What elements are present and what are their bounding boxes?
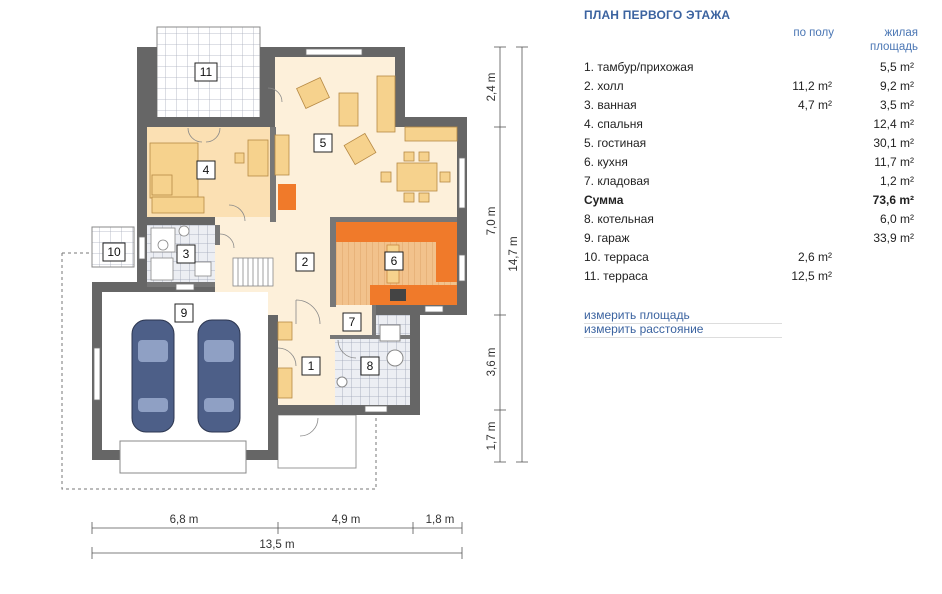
svg-text:10: 10 (107, 245, 121, 259)
dim-right-2: 7,0 m (486, 207, 498, 236)
row-name: 6. кухня (584, 155, 628, 169)
bedroom-furniture (149, 139, 269, 214)
right-dimensions (494, 46, 528, 463)
table-row: 10. терраса 2,6 m² (578, 250, 914, 269)
row-name: 4. спальня (584, 117, 643, 131)
panel-title: ПЛАН ПЕРВОГО ЭТАЖА (584, 8, 731, 22)
room-label-10: 10 (102, 242, 126, 262)
bottom-dimensions (91, 522, 463, 559)
boiler (386, 349, 404, 367)
room-label-4: 4 (196, 160, 216, 180)
row-living-area: 1,2 m² (879, 174, 914, 188)
shoe-cabinet (277, 367, 293, 399)
dim-bottom-1: 6,8 m (170, 514, 199, 526)
room-label-6: 6 (384, 251, 404, 271)
room-label-8: 8 (360, 356, 380, 376)
row-name: 11. терраса (584, 269, 648, 283)
wc (336, 376, 348, 388)
svg-text:8: 8 (367, 359, 374, 373)
table-row: 4. спальня 12,4 m² (578, 117, 914, 136)
floor-plan: 1 2 3 4 5 6 7 8 9 10 11 2,4 m 7,0 m 3,6 … (61, 26, 528, 559)
row-floor-area: 12,5 m² (791, 269, 832, 283)
table-row: Сумма 73,6 m² (578, 193, 914, 212)
svg-text:9: 9 (181, 306, 188, 320)
row-name: 5. гостиная (584, 136, 647, 150)
row-living-area: 9,2 m² (879, 79, 914, 93)
dim-right-3: 3,6 m (486, 348, 498, 377)
svg-text:6: 6 (391, 254, 398, 268)
living-furniture (274, 75, 458, 203)
dim-right-total: 14,7 m (508, 236, 520, 271)
measure-distance-link[interactable]: измерить расстояние (584, 322, 782, 338)
room-label-9: 9 (174, 303, 194, 323)
row-floor-area: 2,6 m² (797, 250, 832, 264)
fireplace (278, 184, 296, 210)
col-header-floor: по полу (793, 27, 834, 39)
row-living-area: 5,5 m² (879, 60, 914, 74)
dim-right-4: 1,7 m (486, 422, 498, 451)
row-living-area: 11,7 m² (874, 155, 914, 169)
row-floor-area: 4,7 m² (797, 98, 832, 112)
svg-text:11: 11 (200, 65, 213, 79)
room-label-3: 3 (176, 244, 196, 264)
row-name: 9. гараж (584, 231, 630, 245)
doors (187, 87, 357, 437)
area-panel: ПЛАН ПЕРВОГО ЭТАЖА по полу жилая площадь… (578, 0, 918, 340)
table-row: 2. холл 11,2 m² 9,2 m² (578, 79, 914, 98)
windows (93, 48, 466, 413)
row-name: 3. ванная (584, 98, 637, 112)
col-header-living-2: площадь (869, 41, 918, 53)
svg-text:5: 5 (320, 136, 327, 150)
table-row: 5. гостиная 30,1 m² (578, 136, 914, 155)
room-labels: 1 2 3 4 5 6 7 8 9 10 11 (102, 62, 404, 376)
car-right (197, 319, 241, 433)
table-row: 11. терраса 12,5 m² (578, 269, 914, 288)
row-living-area: 73,6 m² (872, 193, 914, 207)
dim-bottom-total: 13,5 m (259, 539, 294, 551)
svg-text:3: 3 (183, 247, 190, 261)
row-name: 2. холл (584, 79, 624, 93)
room-label-7: 7 (342, 312, 362, 332)
dim-right-1: 2,4 m (486, 73, 498, 102)
row-name: 1. тамбур/прихожая (584, 60, 694, 74)
table-row: 3. ванная 4,7 m² 3,5 m² (578, 98, 914, 117)
row-living-area: 33,9 m² (873, 231, 914, 245)
stairs (232, 257, 274, 287)
garage-outline (61, 253, 377, 490)
col-header-living-1: жилая (884, 27, 918, 39)
room-label-2: 2 (295, 252, 315, 272)
row-living-area: 6,0 m² (879, 212, 914, 226)
row-living-area: 3,5 m² (879, 98, 914, 112)
row-floor-area: 11,2 m² (792, 79, 832, 93)
measure-area-link[interactable]: измерить площадь (584, 308, 782, 324)
table-row: 9. гараж 33,9 m² (578, 231, 914, 250)
table-row: 8. котельная 6,0 m² (578, 212, 914, 231)
garage-door (119, 440, 247, 474)
dim-bottom-2: 4,9 m (332, 514, 361, 526)
svg-text:1: 1 (308, 359, 315, 373)
row-living-area: 30,1 m² (873, 136, 914, 150)
room-label-11: 11 (194, 62, 218, 82)
svg-text:7: 7 (349, 315, 356, 329)
row-name: 7. кладовая (584, 174, 650, 188)
stove (390, 289, 406, 301)
room-label-5: 5 (313, 133, 333, 153)
svg-text:2: 2 (302, 255, 309, 269)
row-name: 10. терраса (584, 250, 649, 264)
bath-fixtures (150, 225, 212, 281)
wardrobe (277, 321, 293, 341)
table-row: 1. тамбур/прихожая 5,5 m² (578, 60, 914, 79)
row-name: Сумма (584, 193, 624, 207)
dim-bottom-3: 1,8 m (426, 514, 455, 526)
car-left (131, 319, 175, 433)
boiler-unit (379, 324, 401, 342)
row-name: 8. котельная (584, 212, 654, 226)
table-row: 6. кухня 11,7 m² (578, 155, 914, 174)
room-label-1: 1 (301, 356, 321, 376)
row-living-area: 12,4 m² (873, 117, 914, 131)
svg-text:4: 4 (203, 163, 210, 177)
table-row: 7. кладовая 1,2 m² (578, 174, 914, 193)
